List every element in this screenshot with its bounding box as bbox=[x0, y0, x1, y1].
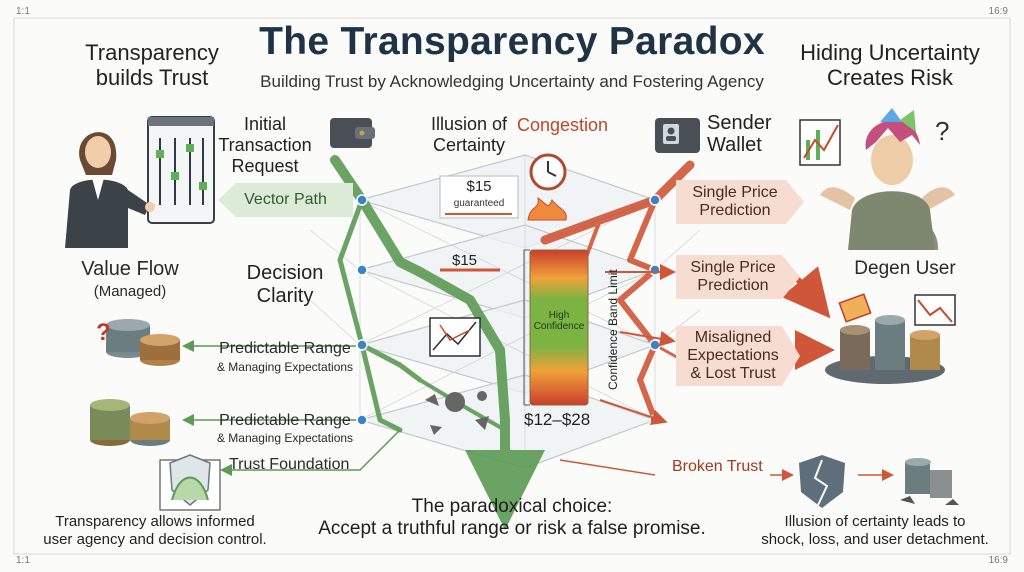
coin-stack-icon-left-2 bbox=[90, 399, 170, 446]
confidence-band-label: Confidence Band Limit bbox=[606, 269, 620, 390]
corner-label-bottom-right: 16:9 bbox=[988, 555, 1008, 566]
single-price-tag-2: Single Price Prediction bbox=[676, 255, 800, 299]
shield-icon bbox=[159, 454, 221, 511]
declining-chart-icon bbox=[799, 119, 841, 166]
value-flow-label: Value Flow bbox=[81, 258, 179, 280]
broken-coins-icon bbox=[900, 458, 959, 505]
ticket-icon bbox=[838, 293, 872, 323]
range2-subtitle: & Managing Expectations bbox=[216, 431, 354, 445]
shattered-coins-icon bbox=[425, 391, 489, 435]
single-price: $15 bbox=[452, 252, 478, 269]
managed-label: (Managed) bbox=[93, 283, 167, 300]
price-range-label: $12–$28 bbox=[524, 410, 591, 429]
wallet-icon bbox=[330, 118, 375, 148]
guaranteed-price: $15 bbox=[466, 178, 492, 195]
broken-chart-icon bbox=[429, 317, 481, 357]
confused-user-illustration bbox=[820, 108, 955, 250]
corner-label-bottom-left: 1:1 bbox=[16, 555, 30, 566]
paradox-text: The paradoxical choice:Accept a truthful… bbox=[318, 496, 706, 539]
green-flow-path bbox=[330, 155, 545, 530]
corner-label-top-left: 1:1 bbox=[16, 6, 30, 17]
broken-trust-label: Broken Trust bbox=[672, 458, 763, 475]
page-subtitle: Building Trust by Acknowledging Uncertai… bbox=[260, 72, 764, 91]
broken-shield-icon bbox=[799, 455, 845, 508]
clock-icon bbox=[529, 153, 567, 191]
fire-icon bbox=[527, 196, 567, 221]
confidence-band bbox=[529, 249, 589, 406]
svg-text:?: ? bbox=[96, 319, 111, 346]
single-price-tag-1: Single Price Prediction bbox=[676, 180, 804, 224]
coin-pile-icon-right bbox=[825, 315, 945, 384]
congestion-label: Congestion bbox=[517, 115, 609, 135]
dashboard-icon bbox=[147, 116, 215, 224]
page-title: The Transparency Paradox bbox=[259, 20, 765, 63]
trust-foundation-label: Trust Foundation bbox=[229, 456, 350, 473]
range1-subtitle: & Managing Expectations bbox=[216, 360, 354, 374]
range1-title: Predictable Range bbox=[219, 340, 351, 357]
sender-wallet-icon bbox=[655, 118, 700, 153]
range2-title: Predictable Range bbox=[219, 412, 351, 429]
guaranteed-note: guaranteed bbox=[453, 198, 505, 209]
crash-chart-icon bbox=[914, 294, 956, 326]
degen-user-label: Degen User bbox=[854, 258, 956, 279]
businesswoman-illustration bbox=[65, 132, 155, 248]
vector-path-tag: Vector Path bbox=[218, 183, 353, 217]
corner-label-top-right: 16:9 bbox=[988, 6, 1008, 17]
coin-stack-icon-left-1 bbox=[106, 319, 180, 366]
high-confidence-label: High Confidence bbox=[533, 310, 585, 332]
question-mark-icon: ? bbox=[935, 116, 949, 146]
